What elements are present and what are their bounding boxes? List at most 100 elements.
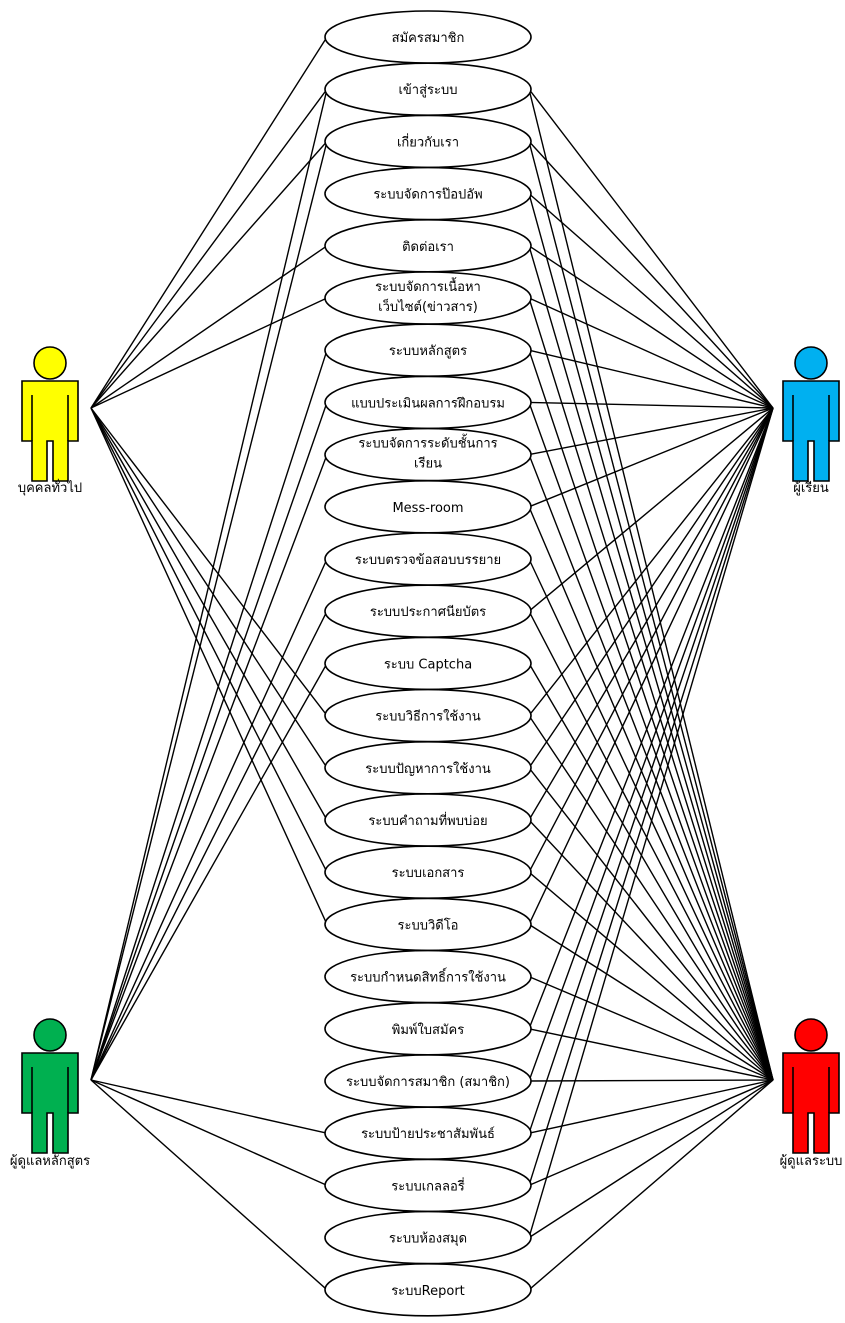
use-case[interactable]: เกี่ยวกับเรา	[324, 114, 532, 169]
association-line	[528, 401, 774, 409]
use-case[interactable]: สมัครสมาชิก	[324, 10, 532, 64]
use-case[interactable]: ระบบจัดการป๊อปอัพ	[324, 166, 532, 221]
use-case[interactable]: เข้าสู่ระบบ	[324, 62, 532, 116]
use-case[interactable]: ระบบวิธีการใช้งาน	[324, 688, 532, 743]
association-line	[528, 407, 774, 769]
use-case[interactable]: ระบบป้ายประชาสัมพันธ์	[324, 1106, 532, 1160]
use-case-label: เว็บไซต์(ข่าวสาร)	[378, 297, 478, 315]
association-line	[528, 506, 774, 1081]
association-line	[528, 407, 774, 1082]
association-line	[90, 407, 328, 873]
association-line	[528, 923, 774, 1081]
use-case-label: ระบบจัดการระดับชั้นการ	[358, 434, 497, 452]
association-line	[90, 558, 328, 1081]
association-line	[528, 297, 774, 1081]
use-case[interactable]: ระบบจัดการสมาชิก (สมาชิก)	[324, 1054, 532, 1108]
association-line	[90, 407, 328, 769]
actor-label: ผู้ดูแลระบบ	[780, 1154, 843, 1169]
association-line	[90, 407, 328, 821]
association-line	[528, 407, 774, 1186]
use-case[interactable]: ระบบ Captcha	[324, 636, 532, 691]
use-case-label: ระบบวิธีการใช้งาน	[375, 709, 481, 725]
association-line	[90, 454, 328, 1081]
actor-public[interactable]: บุคคลทั่วไป	[18, 346, 82, 496]
actor-learner[interactable]: ผู้เรียน	[782, 346, 840, 496]
association-line	[528, 454, 774, 1081]
use-cases: สมัครสมาชิกเข้าสู่ระบบเกี่ยวกับเราระบบจั…	[324, 10, 532, 1317]
use-case-label: Mess-room	[392, 501, 463, 516]
association-line	[90, 140, 328, 409]
use-case[interactable]: ระบบเกลลอรี่	[324, 1158, 532, 1213]
use-case-label: ระบบประกาศนียบัตร	[370, 604, 486, 620]
use-case[interactable]: Mess-room	[324, 479, 532, 534]
association-line	[90, 141, 328, 1081]
association-line	[528, 407, 774, 1134]
use-case-label: แบบประเมินผลการฝึกอบรม	[351, 396, 505, 411]
use-case-label: ระบบกำหนดสิทธิ์การใช้งาน	[350, 968, 506, 986]
actor-body-icon	[21, 380, 79, 482]
actor-label: ผู้ดูแลหลักสูตร	[10, 1154, 90, 1169]
use-case[interactable]: ระบบตรวจข้อสอบบรรยาย	[324, 532, 532, 586]
use-case[interactable]: ระบบประกาศนียบัตร	[324, 584, 532, 639]
association-line	[90, 89, 328, 1081]
association-line	[90, 1079, 328, 1187]
use-case[interactable]: ระบบเอกสาร	[324, 845, 532, 900]
association-line	[90, 297, 328, 409]
association-line	[90, 36, 328, 409]
use-case[interactable]: แบบประเมินผลการฝึกอบรม	[324, 375, 532, 430]
use-case[interactable]: ระบบคำถามที่พบบ่อย	[324, 793, 532, 847]
actor-label: ผู้เรียน	[793, 480, 829, 496]
association-line	[528, 89, 774, 1081]
use-case[interactable]: ระบบปัญหาการใช้งาน	[324, 740, 532, 795]
use-case-label: ระบบห้องสมุด	[389, 1232, 467, 1247]
association-line	[528, 407, 774, 612]
use-case-label: ระบบReport	[391, 1284, 465, 1299]
association-line	[528, 767, 774, 1081]
use-case[interactable]: ระบบReport	[324, 1263, 532, 1317]
association-line	[90, 349, 328, 1081]
association-line	[90, 1079, 328, 1291]
actor-head-icon	[794, 1018, 828, 1052]
association-line	[528, 349, 774, 409]
actor-label: บุคคลทั่วไป	[18, 479, 82, 496]
association-line	[528, 193, 774, 1081]
use-case[interactable]: ระบบวิดีโอ	[324, 897, 532, 952]
use-case-label: ระบบตรวจข้อสอบบรรยาย	[355, 553, 501, 568]
use-case[interactable]: ระบบหลักสูตร	[324, 323, 532, 378]
association-line	[528, 819, 774, 1081]
actor-head-icon	[33, 346, 67, 380]
association-line	[528, 715, 774, 1081]
association-line	[528, 88, 774, 409]
association-line	[528, 1079, 774, 1239]
use-case-label: ระบบปัญหาการใช้งาน	[365, 761, 491, 777]
actor-body-icon	[21, 1052, 79, 1154]
use-case-label: ระบบเอกสาร	[392, 866, 465, 881]
association-line	[90, 88, 328, 409]
use-case[interactable]: ติดต่อเรา	[324, 219, 532, 273]
association-line	[528, 407, 774, 717]
association-line	[528, 141, 774, 1081]
association-line	[528, 610, 774, 1081]
actor-head-icon	[33, 1018, 67, 1052]
use-case[interactable]: พิมพ์ใบสมัคร	[324, 1002, 532, 1056]
association-line	[528, 558, 774, 1081]
association-line	[528, 349, 774, 1081]
association-line	[528, 140, 774, 409]
association-line	[528, 407, 774, 1238]
association-line	[90, 407, 328, 925]
use-case-label: เรียน	[414, 456, 442, 472]
actor-admin[interactable]: ผู้ดูแลระบบ	[780, 1018, 843, 1169]
association-line	[528, 1079, 774, 1082]
use-case[interactable]: ระบบห้องสมุด	[324, 1210, 532, 1265]
actor-curator[interactable]: ผู้ดูแลหลักสูตร	[10, 1018, 90, 1169]
use-case[interactable]: ระบบกำหนดสิทธิ์การใช้งาน	[324, 949, 532, 1004]
use-case-ellipse[interactable]	[324, 1263, 532, 1317]
association-line	[528, 407, 774, 456]
association-line	[528, 871, 774, 1081]
association-line	[90, 610, 328, 1081]
use-case-label: ระบบป้ายประชาสัมพันธ์	[361, 1126, 495, 1142]
association-line	[90, 663, 328, 1081]
association-line	[528, 663, 774, 1081]
